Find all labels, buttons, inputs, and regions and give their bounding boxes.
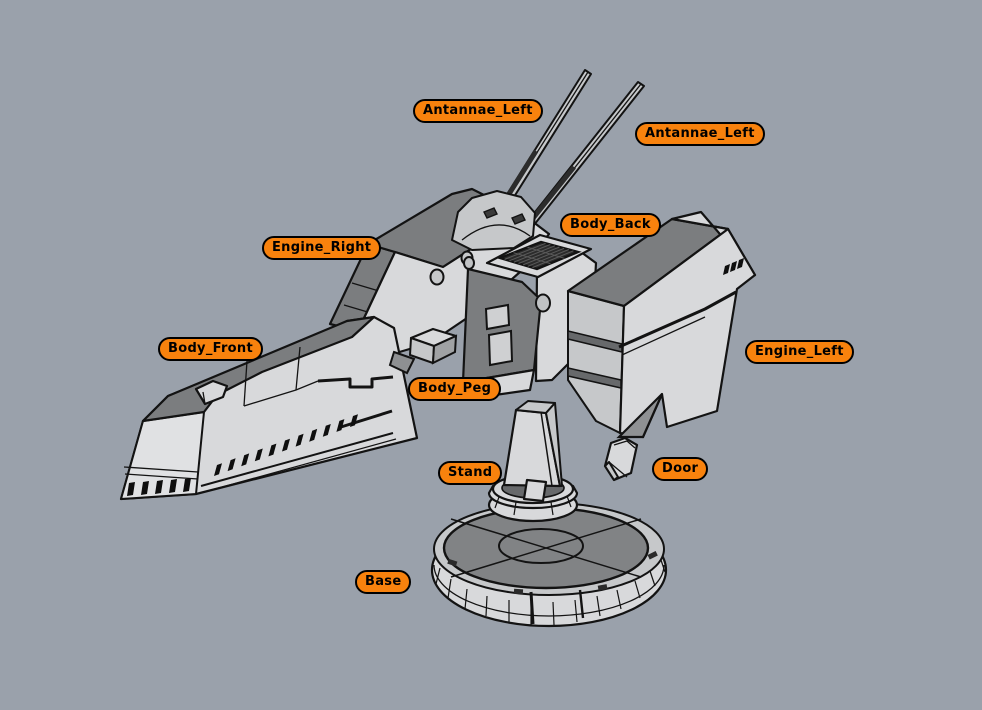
antenna-rod-left-2[interactable]	[523, 81, 645, 231]
plate-hole-upper	[484, 303, 511, 331]
engine-left-part[interactable]	[566, 210, 757, 439]
part-label-antennae-left-2[interactable]: Antannae_Left	[635, 122, 765, 146]
part-label-body-peg[interactable]: Body_Peg	[408, 377, 502, 401]
hull-teeth-row	[214, 414, 358, 476]
stand-tab	[522, 478, 548, 503]
base-cross-lines	[450, 518, 642, 578]
part-label-body-front[interactable]: Body_Front	[158, 337, 263, 361]
base-center-circle	[498, 528, 584, 564]
base-skirt-panels	[435, 559, 666, 626]
porthole	[463, 256, 475, 270]
body-front-part[interactable]	[119, 315, 419, 501]
part-label-stand[interactable]: Stand	[438, 461, 503, 485]
engine-left-notch	[616, 393, 664, 439]
base-part[interactable]	[430, 502, 668, 628]
door-part[interactable]	[603, 436, 639, 482]
engine-left-vents	[723, 258, 744, 275]
stand-part[interactable]	[487, 400, 579, 523]
base-rim-notches	[447, 551, 658, 595]
part-label-door[interactable]: Door	[652, 457, 709, 481]
part-label-engine-right[interactable]: Engine_Right	[262, 236, 382, 260]
porthole	[429, 268, 445, 286]
plate-hole-lower	[487, 329, 514, 367]
nose-teeth-row	[127, 478, 191, 496]
part-label-base[interactable]: Base	[355, 570, 412, 594]
stand-collar-seams	[494, 495, 572, 516]
antenna-mount[interactable]	[451, 190, 536, 251]
porthole	[535, 293, 551, 313]
grille-slats	[504, 242, 574, 269]
part-label-antennae-left-1[interactable]: Antannae_Left	[413, 99, 543, 123]
part-label-engine-left[interactable]: Engine_Left	[745, 340, 854, 364]
body-peg-part[interactable]	[388, 327, 458, 375]
part-label-body-back[interactable]: Body_Back	[560, 213, 661, 237]
